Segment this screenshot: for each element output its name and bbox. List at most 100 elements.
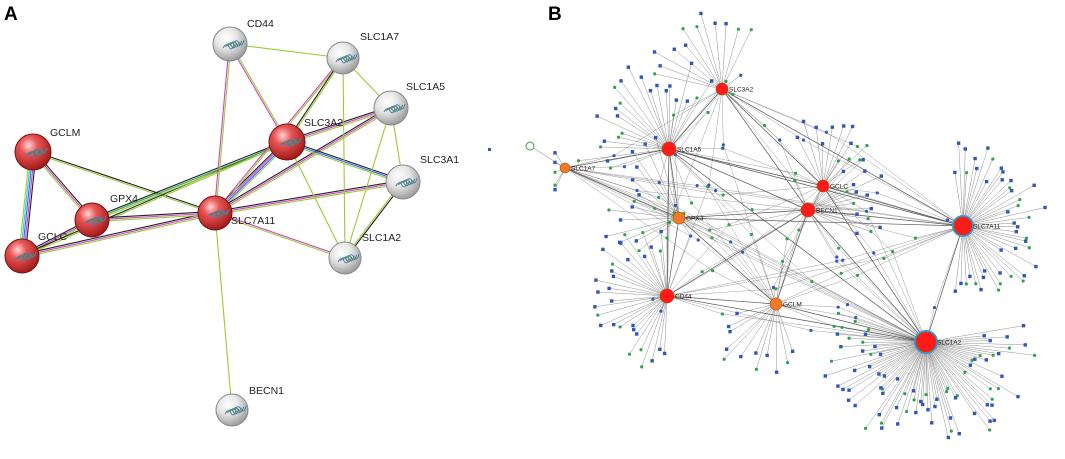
node-slc1a7[interactable]: SLC1A7: [326, 31, 399, 75]
hub-node: [816, 179, 830, 193]
edge-b-leaf: [842, 341, 927, 390]
edge-a-SLC7A11-SLC1A5: [215, 108, 393, 215]
shared-leaf-node: [771, 285, 776, 289]
leaf-node-blue: [930, 421, 934, 425]
shared-leaf-node: [700, 270, 704, 274]
hub-becn1[interactable]: BECN1: [800, 202, 838, 218]
leaf-node-blue: [724, 21, 728, 26]
edge-b-hub-BECN1-SLC1A2: [807, 209, 927, 343]
leaf-node-blue: [879, 174, 883, 178]
leaf-node-green: [996, 288, 1001, 292]
edge-b-cross: [697, 185, 964, 227]
edge-a-SLC7A11-SLC1A5: [214, 107, 392, 214]
edge-b-leaf: [775, 303, 788, 363]
edge-a-GCLC-SLC7A11: [21, 212, 216, 257]
edge-a-SLC1A7-SLC1A2: [342, 57, 346, 259]
node-cd44[interactable]: CD44: [212, 18, 274, 62]
node-slc1a5[interactable]: SLC1A5: [373, 81, 445, 126]
hub-slc1a5[interactable]: SLC1A5: [661, 141, 702, 157]
node-gclm[interactable]: GCLM: [14, 127, 80, 171]
hub-slc1a2[interactable]: SLC1A2: [914, 330, 962, 354]
hub-slc3a2[interactable]: SLC3A2: [715, 82, 754, 96]
leaf-node-blue: [652, 50, 657, 54]
leaf-node-green: [1027, 246, 1031, 250]
edge-b-hub-GCLC-SLC1A2: [822, 185, 927, 343]
leaf-node-blue: [672, 47, 676, 51]
edge-b-leaf: [807, 209, 871, 232]
leaf-node-green: [653, 72, 657, 76]
leaf-node-blue: [634, 332, 639, 336]
edge-b-cross: [666, 185, 710, 297]
edge-b-leaf: [721, 29, 739, 90]
edge-b-leaf: [609, 288, 668, 297]
leaf-node-green: [858, 158, 862, 162]
hub-label-becn1: BECN1: [816, 208, 838, 215]
edge-b-leaf: [612, 263, 668, 297]
hub-slc7a11[interactable]: SLC7A11: [952, 215, 1001, 237]
leaf-node-blue: [1013, 246, 1018, 251]
node-slc7a11[interactable]: SLC7A11: [197, 195, 275, 231]
edge-b-leaf: [668, 86, 671, 150]
edge-b-cross: [674, 212, 927, 343]
leaf-node-green: [607, 208, 611, 212]
node-slc1a2[interactable]: SLC1A2: [328, 232, 401, 275]
shared-leaf-node: [708, 228, 712, 232]
hub-cd44[interactable]: CD44: [659, 288, 692, 304]
edge-a-SLC3A2-SLC3A1: [286, 141, 404, 183]
leaf-node-green: [996, 387, 1000, 391]
shared-leaf-node: [659, 309, 663, 313]
node-slc3a2[interactable]: SLC3A2: [268, 117, 343, 161]
leaf-node-green: [836, 311, 841, 315]
shared-leaf-node: [797, 228, 801, 232]
shared-leaf-node: [875, 191, 879, 195]
leaf-node-blue: [630, 205, 634, 209]
hub-gclm[interactable]: GCLM: [769, 297, 802, 311]
leaf-node-green: [1008, 186, 1012, 190]
edge-b-hub-CD44-GCLM: [666, 295, 777, 305]
shared-leaf-node: [913, 236, 918, 240]
protein-structure-icon: [224, 405, 247, 416]
node-becn1[interactable]: BECN1: [215, 385, 284, 427]
node-gpx4[interactable]: GPX4: [74, 193, 138, 238]
edge-b-cross: [807, 209, 838, 258]
edge-b-leaf: [840, 341, 927, 347]
leaf-node-green: [946, 386, 950, 391]
hub-node: [659, 288, 675, 304]
leaf-node-blue: [658, 64, 662, 68]
edge-b-leaf: [613, 295, 668, 325]
edge-b-cross: [775, 273, 842, 305]
node-gclc[interactable]: GCLC: [4, 231, 68, 274]
leaf-node-blue: [820, 142, 825, 146]
protein-structure-icon: [207, 208, 230, 219]
leaf-node-green: [965, 171, 969, 175]
edge-b-cross: [666, 259, 843, 297]
leaf-node-green: [903, 392, 907, 396]
hub-gclc[interactable]: GCLC: [816, 179, 848, 193]
edge-b-leaf: [837, 341, 927, 387]
edge-b-cross: [838, 306, 927, 343]
leaf-node-blue: [735, 311, 739, 316]
leaf-node-green: [970, 358, 974, 362]
edge-b-leaf: [825, 341, 927, 377]
shared-leaf-node: [653, 206, 657, 210]
hub-slc1a7[interactable]: SLC1A7: [559, 162, 596, 174]
leaf-node-blue: [990, 403, 994, 407]
edge-b-leaf: [610, 148, 670, 169]
edge-b-hub-SLC3A2-BECN1: [721, 88, 809, 211]
edge-b-cross: [723, 144, 777, 305]
edge-b-cross: [751, 234, 777, 305]
edge-b-cross: [721, 88, 858, 147]
leaf-node-green: [618, 101, 622, 105]
edge-b-leaf: [614, 87, 670, 150]
leaf-node-green: [869, 352, 873, 356]
edge-b-leaf: [736, 303, 777, 314]
leaf-node-green: [829, 359, 834, 363]
shared-leaf-node: [696, 238, 700, 242]
leaf-node-blue: [873, 344, 877, 349]
edge-b-leaf: [654, 73, 723, 90]
hub-gpx4[interactable]: GPX4: [672, 211, 704, 225]
node-slc3a1[interactable]: SLC3A1: [385, 154, 459, 200]
shared-leaf-node: [793, 178, 797, 183]
shared-leaf-node: [689, 201, 694, 205]
